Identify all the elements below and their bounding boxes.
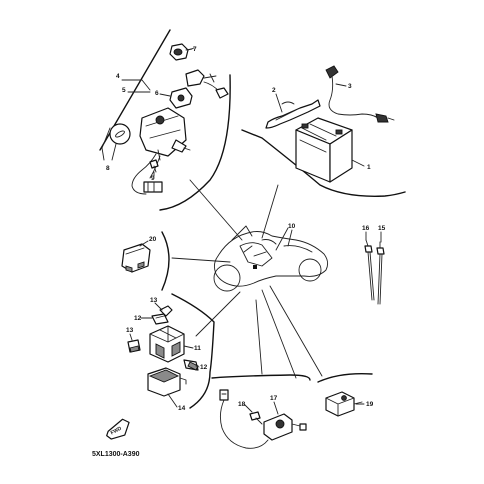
motorcycle-outline [213,225,329,292]
callout-10: 10 [288,223,296,230]
fwd-arrow-icon: FWD [106,418,130,440]
part-20-relay [121,243,151,273]
diagram-code: 5XL1300-A390 [92,451,140,458]
callout-11: 11 [194,345,201,352]
callout-18: 18 [238,401,246,408]
part-11-relay-unit [149,325,185,363]
part-9-bolt [149,159,159,173]
part-14-rubber-cover [147,367,187,397]
main-switch-body [131,107,191,195]
group-outlines [99,29,406,409]
part-17-neutral-switch [219,389,307,449]
callout-12-right: 12 [200,364,208,371]
callout-12-top: 12 [134,315,142,322]
part-8-round-cover [109,123,131,145]
callout-13-left: 13 [126,327,134,334]
callout-2: 2 [272,87,276,94]
part-12-top-connector [151,305,173,325]
part-2-battery-band [265,99,321,129]
part-19-starter-switch [325,391,363,417]
callout-5: 5 [122,87,126,94]
part-15-16-cable-ties [364,239,385,305]
callout-14: 14 [178,405,186,412]
callout-19: 19 [366,401,374,408]
callout-16: 16 [362,225,370,232]
callout-15: 15 [378,225,386,232]
callout-17: 17 [270,395,278,402]
callout-leaders [111,48,382,415]
callout-1: 1 [367,164,371,171]
fwd-label: FWD [110,426,123,437]
part-3-battery-lead [325,65,395,123]
part-7-cap [169,43,195,61]
part-18-screw [249,411,263,425]
leader-lines [171,179,323,379]
main-switch-bracket [101,79,151,161]
callout-3: 3 [348,83,352,90]
part-12-side-clip [183,359,199,371]
callout-13-top: 13 [150,297,158,304]
callout-8: 8 [106,165,110,172]
part-1-battery [295,117,353,183]
part-6-lock-and-key [169,69,229,109]
part-13-clip-left [127,339,141,353]
callout-4: 4 [116,73,120,80]
callout-numbers: 7 4 5 6 8 9 2 3 1 10 16 15 20 13 12 11 1… [106,46,386,412]
callout-20: 20 [149,236,157,243]
callout-7: 7 [193,46,197,53]
callout-6: 6 [155,90,159,97]
callout-9: 9 [151,175,155,182]
